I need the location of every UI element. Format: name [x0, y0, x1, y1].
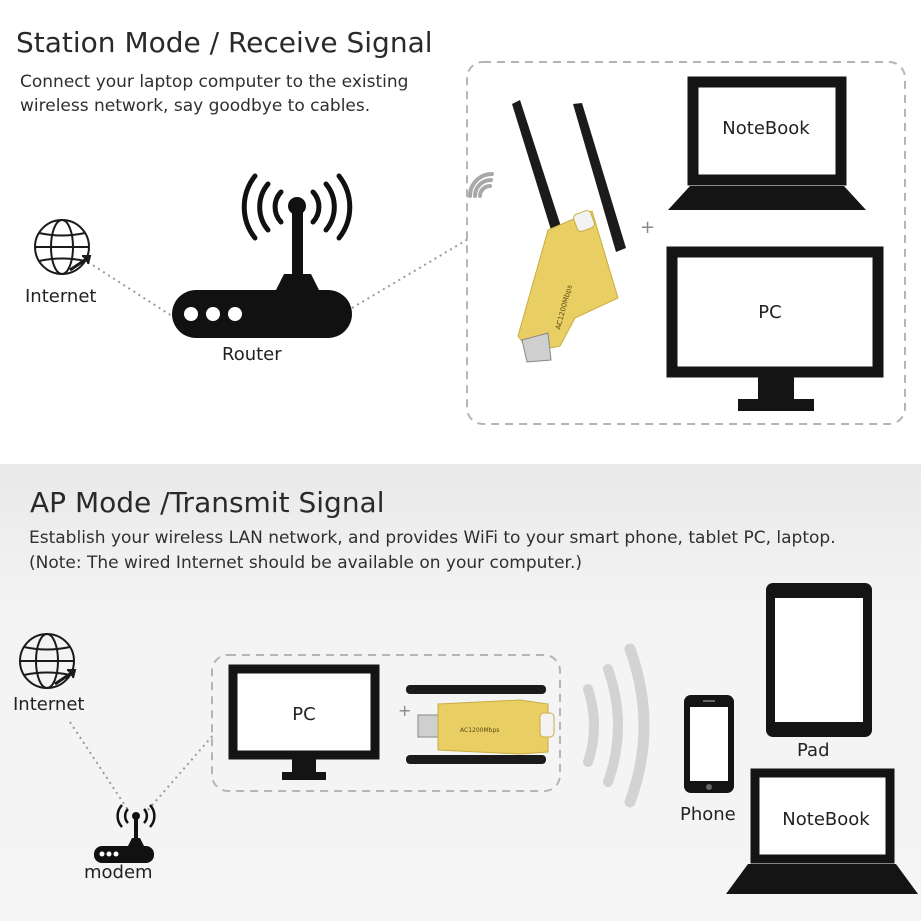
tablet-icon [766, 583, 872, 737]
internet-label: Internet [13, 694, 85, 715]
station-mode-title: Station Mode / Receive Signal [16, 26, 433, 59]
notebook-icon: NoteBook [668, 76, 866, 210]
adapter-printed-text: AC1200Mbps [460, 727, 499, 734]
notebook-icon: NoteBook [726, 768, 918, 894]
internet-router-line [87, 261, 176, 319]
pc-monitor-icon: PC [228, 664, 380, 780]
internet-modem-line [69, 721, 129, 811]
globe-icon [34, 219, 92, 275]
globe-icon [19, 633, 77, 689]
phone-label: Phone [680, 804, 736, 825]
pc-label: PC [758, 302, 781, 323]
station-diagram: AC1200Mbps + NoteBook PC [34, 61, 906, 425]
ap-mode-title: AP Mode /Transmit Signal [30, 486, 385, 519]
pc-label: PC [292, 704, 315, 725]
ap-diagram: PC + AC1200Mbps [19, 583, 918, 894]
station-dashed-box [466, 61, 906, 425]
router-label: Router [222, 344, 282, 365]
station-mode-description-line2: wireless network, say goodbye to cables. [20, 96, 371, 116]
ap-mode-description-line1: Establish your wireless LAN network, and… [29, 528, 836, 548]
notebook-label: NoteBook [722, 118, 810, 139]
router-adapter-line [351, 237, 471, 309]
modem-pc-line [147, 733, 215, 811]
modem-icon [94, 804, 156, 863]
usb-wifi-adapter: AC1200Mbps [512, 100, 626, 363]
ap-mode-description-line2: (Note: The wired Internet should be avai… [29, 553, 583, 573]
antenna-icon [512, 100, 626, 252]
station-mode-section: Station Mode / Receive Signal Connect yo… [16, 26, 906, 425]
modem-label: modem [84, 862, 153, 883]
ap-dashed-box [211, 654, 561, 792]
pc-monitor-icon: PC [666, 246, 884, 411]
notebook-label: NoteBook [782, 809, 870, 830]
plus-sign: + [398, 701, 411, 720]
router-icon [172, 173, 353, 338]
usb-wifi-adapter: AC1200Mbps [406, 685, 555, 764]
wifi-waves-icon [583, 643, 650, 808]
station-mode-description-line1: Connect your laptop computer to the exis… [20, 72, 409, 92]
antenna-icon [406, 685, 546, 764]
plus-sign: + [640, 217, 655, 238]
phone-icon [684, 695, 734, 793]
pad-label: Pad [797, 740, 830, 761]
internet-label: Internet [25, 286, 97, 307]
wifi-signal-icon [468, 172, 494, 198]
ap-mode-section: AP Mode /Transmit Signal Establish your … [0, 464, 921, 921]
